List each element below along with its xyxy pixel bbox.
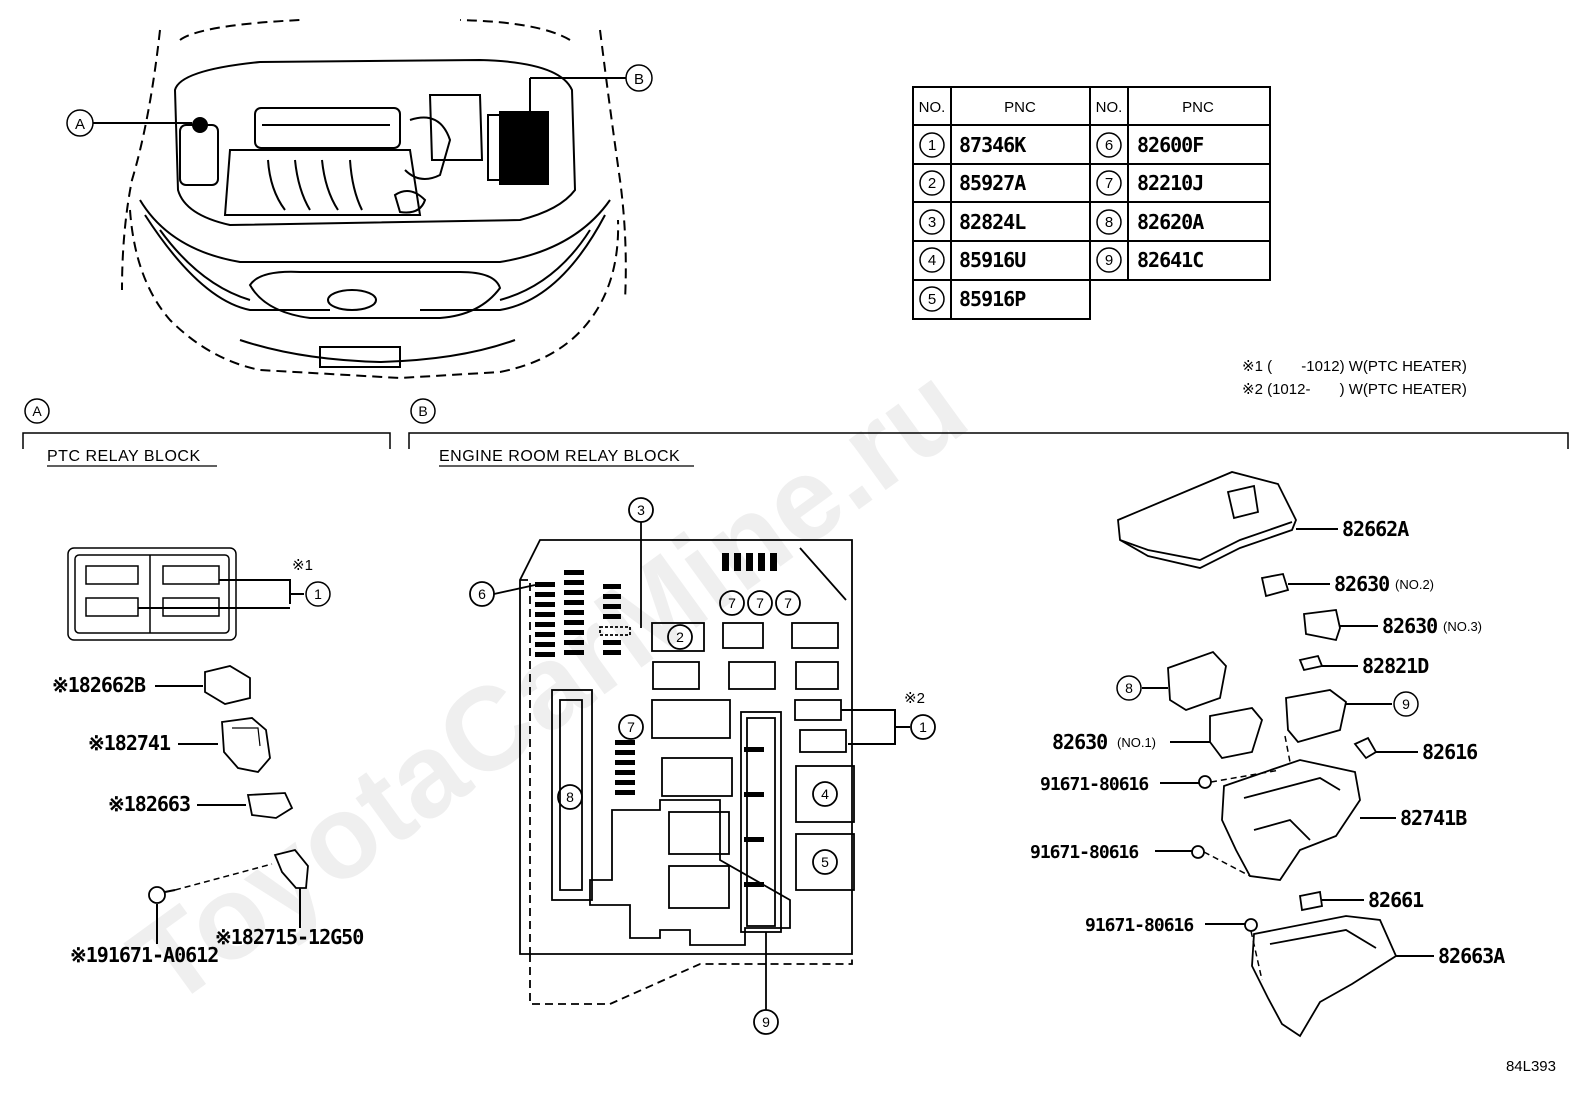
part-82630-no3-suffix: (NO.3) — [1443, 619, 1482, 634]
block-ref-7: 7 — [627, 719, 635, 735]
table-header-no-left: NO. — [919, 99, 946, 116]
callout-a: A — [66, 109, 192, 137]
part-label: ※182715-12G50 — [215, 925, 363, 949]
block-ref-7: 7 — [728, 595, 736, 611]
part-82662a-label: 82662A — [1342, 517, 1409, 541]
section-a-label: A — [32, 403, 42, 419]
table-row-pnc: 82620A — [1137, 210, 1204, 234]
figure-code: 84L393 — [1506, 1058, 1556, 1075]
table-row-pnc: 82641C — [1137, 248, 1203, 272]
exploded-leaders — [1142, 528, 1434, 981]
table-row-no: 1 — [928, 137, 936, 154]
section-b-title: ENGINE ROOM RELAY BLOCK — [439, 448, 680, 465]
table-row-pnc: 82824L — [959, 210, 1026, 234]
table-row-pnc: 85916P — [959, 287, 1026, 311]
table-row-no: 3 — [928, 214, 936, 231]
table-row-no: 9 — [1105, 252, 1113, 269]
section-b-label: B — [418, 403, 427, 419]
car-engine-bay-illustration — [121, 19, 627, 380]
table-row-pnc: 87346K — [959, 133, 1026, 157]
ptc-part-82715: ※182715-12G50 ※191671-A0612 — [70, 848, 364, 967]
part-label: ※182741 — [88, 731, 171, 755]
callout-b-label: B — [634, 71, 644, 88]
callout-b: B — [529, 64, 653, 112]
block-ref-7: 7 — [756, 595, 764, 611]
section-b-header: B ENGINE ROOM RELAY BLOCK — [408, 398, 1569, 467]
ptc-relay-block — [67, 547, 331, 641]
table-row-pnc: 82600F — [1137, 133, 1203, 157]
ptc-ref-1: 1 — [314, 586, 322, 602]
block-mark-2: ※2 — [904, 690, 925, 707]
part-label: ※182662B — [52, 673, 146, 697]
block-ref-4: 4 — [821, 786, 829, 802]
block-ref-6: 6 — [478, 586, 486, 602]
part-82630-no2-label: 82630 — [1334, 572, 1389, 596]
block-ref-9: 9 — [762, 1014, 770, 1030]
block-ref-8: 8 — [566, 789, 574, 805]
table-row-no: 5 — [928, 291, 936, 308]
exploded-view — [1117, 471, 1398, 1038]
part-82663a-label: 82663A — [1438, 944, 1505, 968]
table-row-no: 8 — [1105, 214, 1113, 231]
part-82630-no1-label: 82630 — [1052, 730, 1107, 754]
section-a-header: A PTC RELAY BLOCK — [22, 398, 391, 467]
part-82630-no3-label: 82630 — [1382, 614, 1437, 638]
table-row-no: 2 — [928, 175, 936, 192]
callout-a-label: A — [75, 116, 85, 133]
table-row-no: 4 — [928, 252, 936, 269]
pnc-table: NO. PNC NO. PNC 1 2 3 4 5 6 7 8 9 87346K… — [912, 86, 1271, 320]
note-2: ※2 (1012- ) W(PTC HEATER) — [1242, 381, 1467, 398]
exploded-ref-9: 9 — [1402, 696, 1410, 712]
table-header-pnc-left: PNC — [1004, 99, 1036, 116]
block-ref-1: 1 — [919, 719, 927, 735]
part-82741b-label: 82741B — [1400, 806, 1467, 830]
part-label: ※191671-A0612 — [70, 943, 218, 967]
table-header-pnc-right: PNC — [1182, 99, 1214, 116]
table-row-pnc: 85916U — [959, 248, 1025, 272]
table-row-pnc: 82210J — [1137, 171, 1203, 195]
table-row-no: 6 — [1105, 137, 1113, 154]
engine-room-relay-block — [469, 497, 936, 1035]
part-82630-no2-suffix: (NO.2) — [1395, 577, 1434, 592]
block-ref-3: 3 — [637, 502, 645, 518]
note-1: ※1 ( -1012) W(PTC HEATER) — [1242, 358, 1467, 375]
table-row-pnc: 85927A — [959, 171, 1026, 195]
part-82821d-label: 82821D — [1362, 654, 1429, 678]
part-82630-no1-suffix: (NO.1) — [1117, 735, 1156, 750]
ptc-part-82663: ※182663 — [108, 792, 294, 819]
exploded-ref-8: 8 — [1125, 680, 1133, 696]
part-82661-label: 82661 — [1368, 888, 1424, 912]
ptc-part-82662b: ※182662B — [52, 665, 251, 705]
block-ref-2: 2 — [676, 629, 684, 645]
table-row-no: 7 — [1105, 175, 1113, 192]
section-a-title: PTC RELAY BLOCK — [47, 448, 201, 465]
part-91671-80616-label: 91671-80616 — [1040, 774, 1148, 795]
table-header-no-right: NO. — [1096, 99, 1123, 116]
part-91671-80616-label: 91671-80616 — [1085, 915, 1193, 936]
part-91671-80616-label: 91671-80616 — [1030, 842, 1138, 863]
part-82616-label: 82616 — [1422, 740, 1477, 764]
block-ref-7: 7 — [784, 595, 792, 611]
block-ref-5: 5 — [821, 854, 829, 870]
ptc-mark-1: ※1 — [292, 557, 313, 574]
part-label: ※182663 — [108, 792, 190, 816]
ptc-part-82741: ※182741 — [88, 717, 271, 773]
